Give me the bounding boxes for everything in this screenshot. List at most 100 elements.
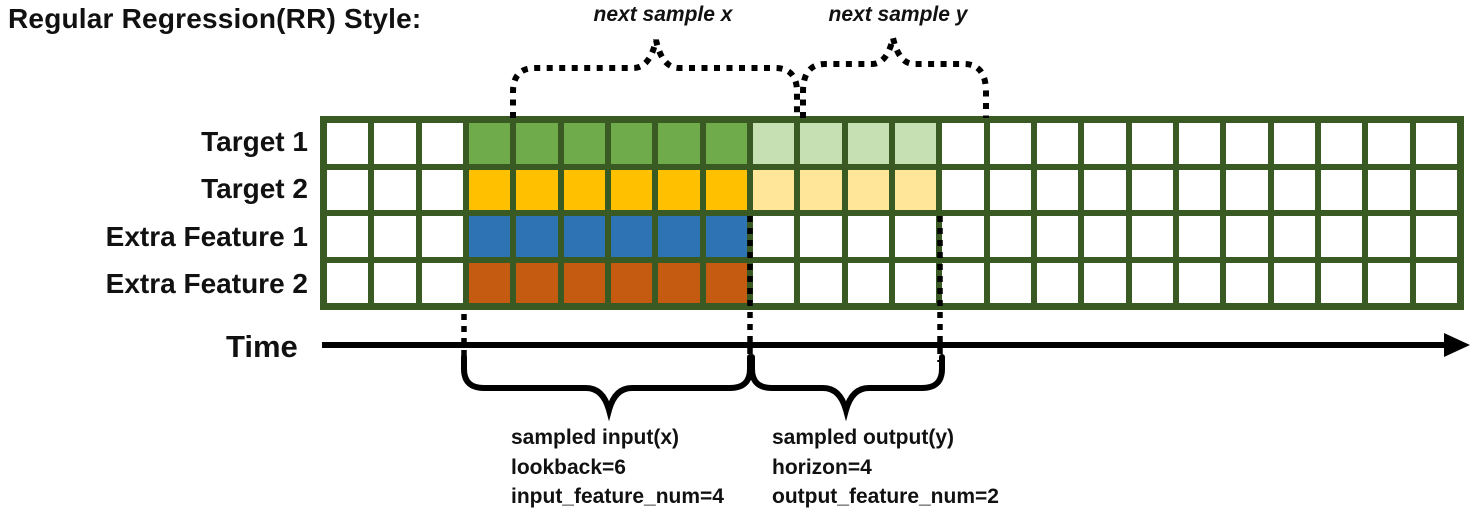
grid-cell [1320, 262, 1363, 303]
grid-cell [847, 169, 889, 210]
grid-cell [610, 123, 653, 164]
grid-cell [1273, 169, 1315, 210]
row-label-target-1: Target 1 [201, 126, 308, 157]
grid-cell [1084, 216, 1126, 257]
grid-cell [421, 262, 463, 303]
next-sample-y-label: next sample y [828, 3, 968, 26]
grid-cell [800, 123, 842, 164]
grid-cell [610, 169, 653, 210]
grid-cell [658, 262, 700, 303]
time-axis-arrowhead-icon [1444, 333, 1470, 357]
grid-cell [847, 123, 889, 164]
grid-cell [1036, 216, 1079, 257]
grid-cell [705, 262, 747, 303]
row-label-target-2: Target 2 [201, 173, 308, 204]
sampled-input-title: sampled input(x) [511, 426, 680, 449]
row-label-extra-feature-2: Extra Feature 2 [105, 268, 308, 299]
grid-cell [327, 169, 369, 210]
grid-cell [1131, 123, 1173, 164]
grid-cell [1415, 216, 1457, 257]
grid-cell [658, 169, 700, 210]
grid-cell [421, 169, 463, 210]
sample-grid [320, 116, 1464, 310]
grid-cell [1320, 216, 1363, 257]
grid-cell [1131, 169, 1173, 210]
grid-cell [658, 123, 700, 164]
grid-cell [752, 123, 795, 164]
grid-cell [1084, 262, 1126, 303]
grid-cell [989, 123, 1031, 164]
grid-cell [468, 169, 511, 210]
grid-cell [610, 216, 653, 257]
grid-cell [705, 123, 747, 164]
grid-cell [563, 262, 605, 303]
grid-cell [1084, 123, 1126, 164]
grid-cell [563, 169, 605, 210]
grid-cell [705, 216, 747, 257]
grid-cell [1226, 216, 1268, 257]
grid-cell [1178, 169, 1221, 210]
grid-cell [1415, 262, 1457, 303]
grid-cell [894, 216, 937, 257]
output-feature-num-value: output_feature_num=2 [772, 485, 999, 508]
next-sample-x-brace [510, 39, 800, 118]
grid-cell [1084, 169, 1126, 210]
lookback-value: lookback=6 [511, 455, 626, 479]
grid-cell [705, 169, 747, 210]
grid-cell [468, 216, 511, 257]
grid-cell [1226, 123, 1268, 164]
grid-cell [1226, 169, 1268, 210]
grid-cell [989, 216, 1031, 257]
grid-cell [468, 262, 511, 303]
grid-cell [752, 262, 795, 303]
grid-cell [942, 262, 984, 303]
grid-cell [1036, 123, 1079, 164]
sampled-output-brace [749, 354, 945, 422]
sampled-output-title: sampled output(y) [772, 426, 954, 449]
grid-cell [1131, 216, 1173, 257]
grid-cell [421, 123, 463, 164]
next-sample-x-label: next sample x [593, 3, 733, 26]
grid-cell [1226, 262, 1268, 303]
grid-cell [1036, 262, 1079, 303]
grid-cell [1273, 262, 1315, 303]
grid-cell [989, 262, 1031, 303]
sampled-input-note: sampled input(x) lookback=6 input_featur… [511, 423, 724, 512]
grid-cell [374, 262, 416, 303]
grid-cell [563, 123, 605, 164]
sampled-output-note: sampled output(y) horizon=4 output_featu… [772, 423, 999, 512]
grid-cell [1273, 123, 1315, 164]
grid-cell [1415, 169, 1457, 210]
grid-cell [374, 216, 416, 257]
grid-cell [1320, 169, 1363, 210]
grid-cell [327, 123, 369, 164]
grid-cell [894, 169, 937, 210]
grid-cell [800, 262, 842, 303]
grid-cell [1036, 169, 1079, 210]
grid-cell [894, 262, 937, 303]
grid-cell [1131, 262, 1173, 303]
grid-cell [752, 216, 795, 257]
grid-cell [1368, 216, 1410, 257]
grid-cell [847, 262, 889, 303]
grid-cell [563, 216, 605, 257]
grid-cell [1368, 123, 1410, 164]
grid-cell [516, 216, 558, 257]
grid-cell [800, 169, 842, 210]
grid-cell [516, 169, 558, 210]
grid-cell [942, 169, 984, 210]
grid-cell [1415, 123, 1457, 164]
horizon-value: horizon=4 [772, 455, 872, 479]
grid-cell [327, 262, 369, 303]
grid-cell [468, 123, 511, 164]
grid-cell [752, 169, 795, 210]
grid-cell [610, 262, 653, 303]
grid-cell [1273, 216, 1315, 257]
grid-cell [421, 216, 463, 257]
grid-cell [942, 123, 984, 164]
input-feature-num-value: input_feature_num=4 [511, 485, 724, 508]
grid-cell [847, 216, 889, 257]
next-sample-y-brace [800, 37, 989, 118]
grid-cell [1178, 216, 1221, 257]
